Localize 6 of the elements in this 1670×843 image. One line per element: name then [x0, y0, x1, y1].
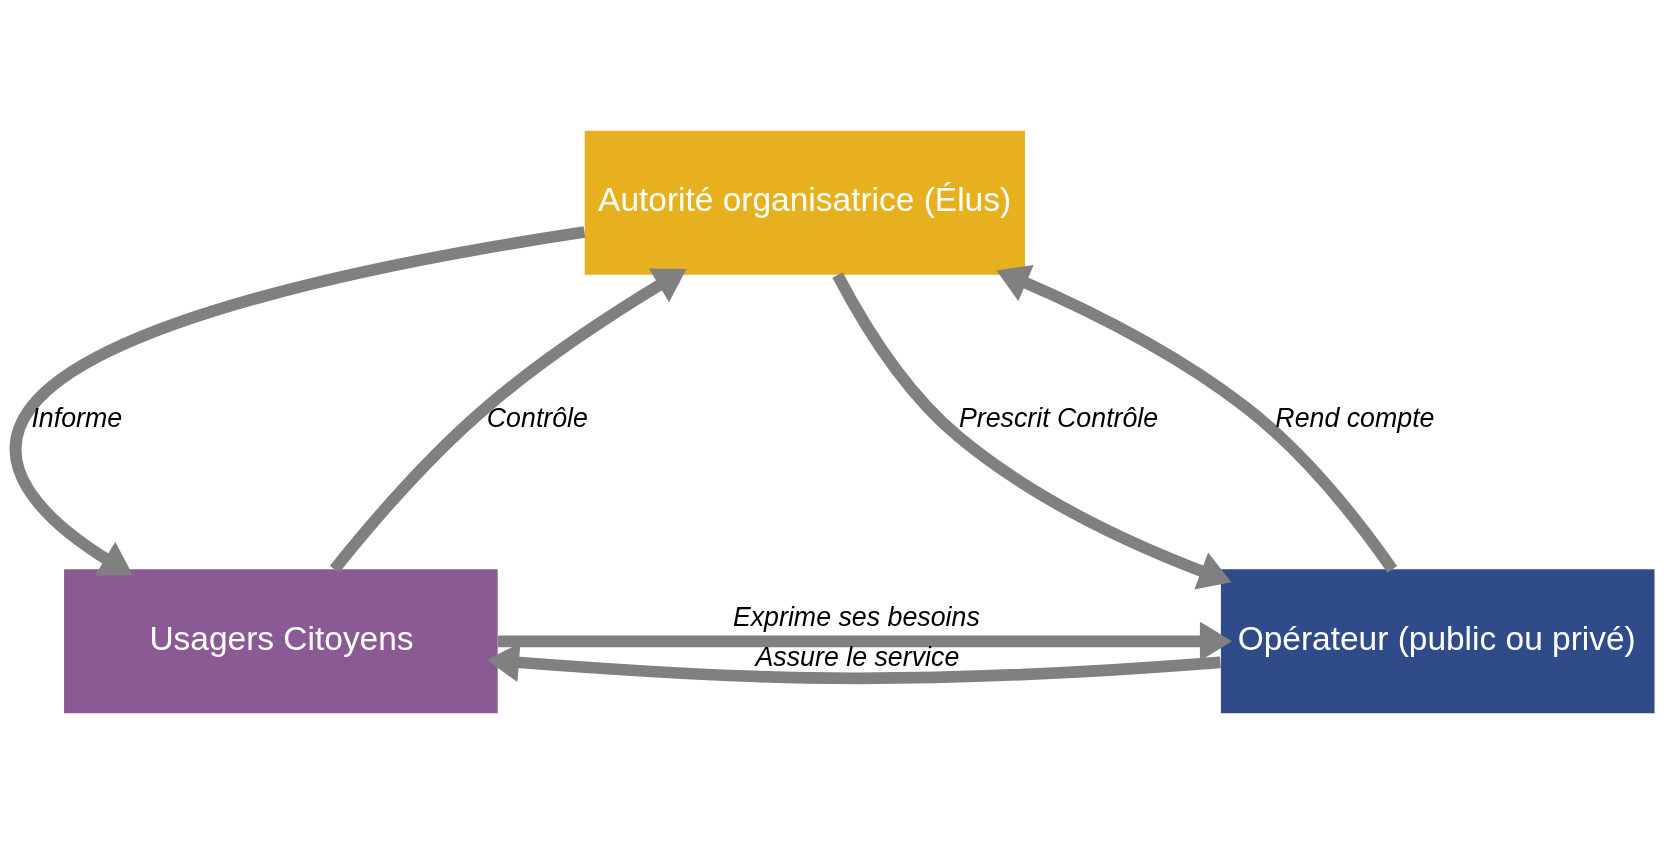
edge-label: Assure le service [755, 641, 960, 672]
edge-label: Contrôle [486, 402, 588, 433]
edge-label: Prescrit Contrôle [958, 402, 1159, 433]
edge-label: Exprime ses besoins [732, 601, 980, 632]
edge-label: Rend compte [1275, 402, 1435, 433]
edge-label: Informe [31, 402, 123, 433]
